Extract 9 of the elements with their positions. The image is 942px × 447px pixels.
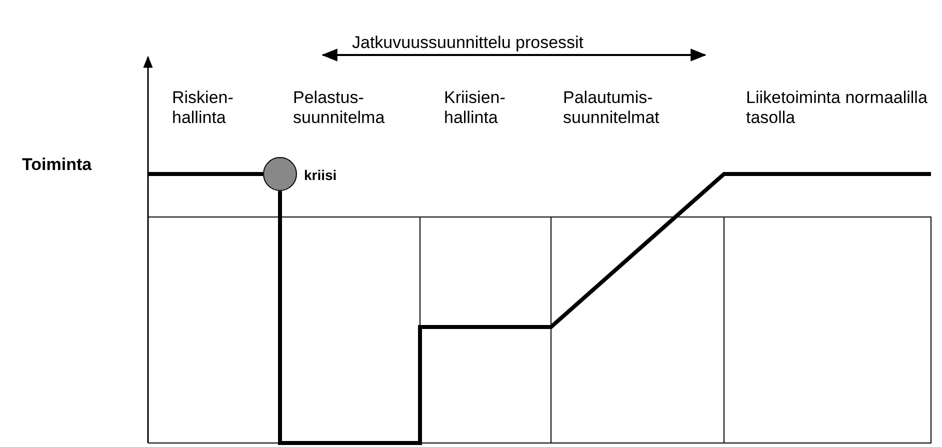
axis-label: Toiminta: [22, 155, 92, 175]
crisis-marker: [263, 157, 297, 191]
phase-heading: Pelastus- suunnitelma: [293, 88, 386, 128]
phase-heading: Liiketoiminta normaalilla tasolla: [746, 88, 928, 128]
process-span-label: Jatkuvuussuunnittelu prosessit: [352, 33, 584, 53]
phase-heading: Palautumis- suunnitelmat: [563, 88, 660, 128]
phase-heading: Riskien- hallinta: [172, 88, 234, 128]
marker-caption: kriisi: [304, 166, 337, 185]
phase-heading: Kriisien- hallinta: [444, 88, 506, 128]
